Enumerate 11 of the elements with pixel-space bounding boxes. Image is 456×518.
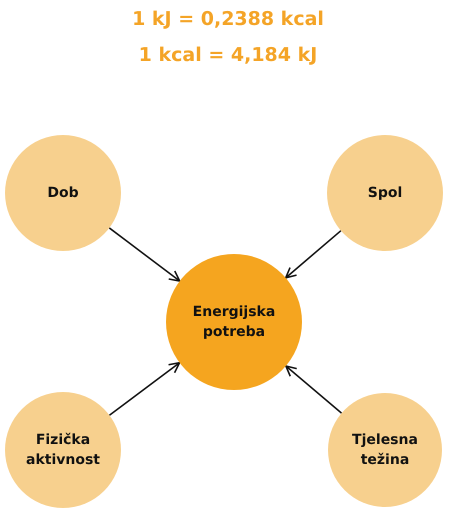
- node-label: Fizička aktivnost: [25, 430, 101, 470]
- node-label: Energijska potreba: [192, 302, 276, 342]
- conversion-formula: 1 kJ = 0,2388 kcal: [131, 8, 325, 30]
- arrow: [108, 362, 180, 416]
- arrow: [108, 227, 181, 282]
- conversion-formula: 1 kcal = 4,184 kJ: [138, 44, 318, 66]
- node-label: Spol: [366, 184, 404, 203]
- node-label: Tjelesna težina: [351, 430, 419, 470]
- node-label: Dob: [46, 184, 80, 203]
- arrow: [284, 230, 342, 279]
- arrow: [285, 365, 342, 414]
